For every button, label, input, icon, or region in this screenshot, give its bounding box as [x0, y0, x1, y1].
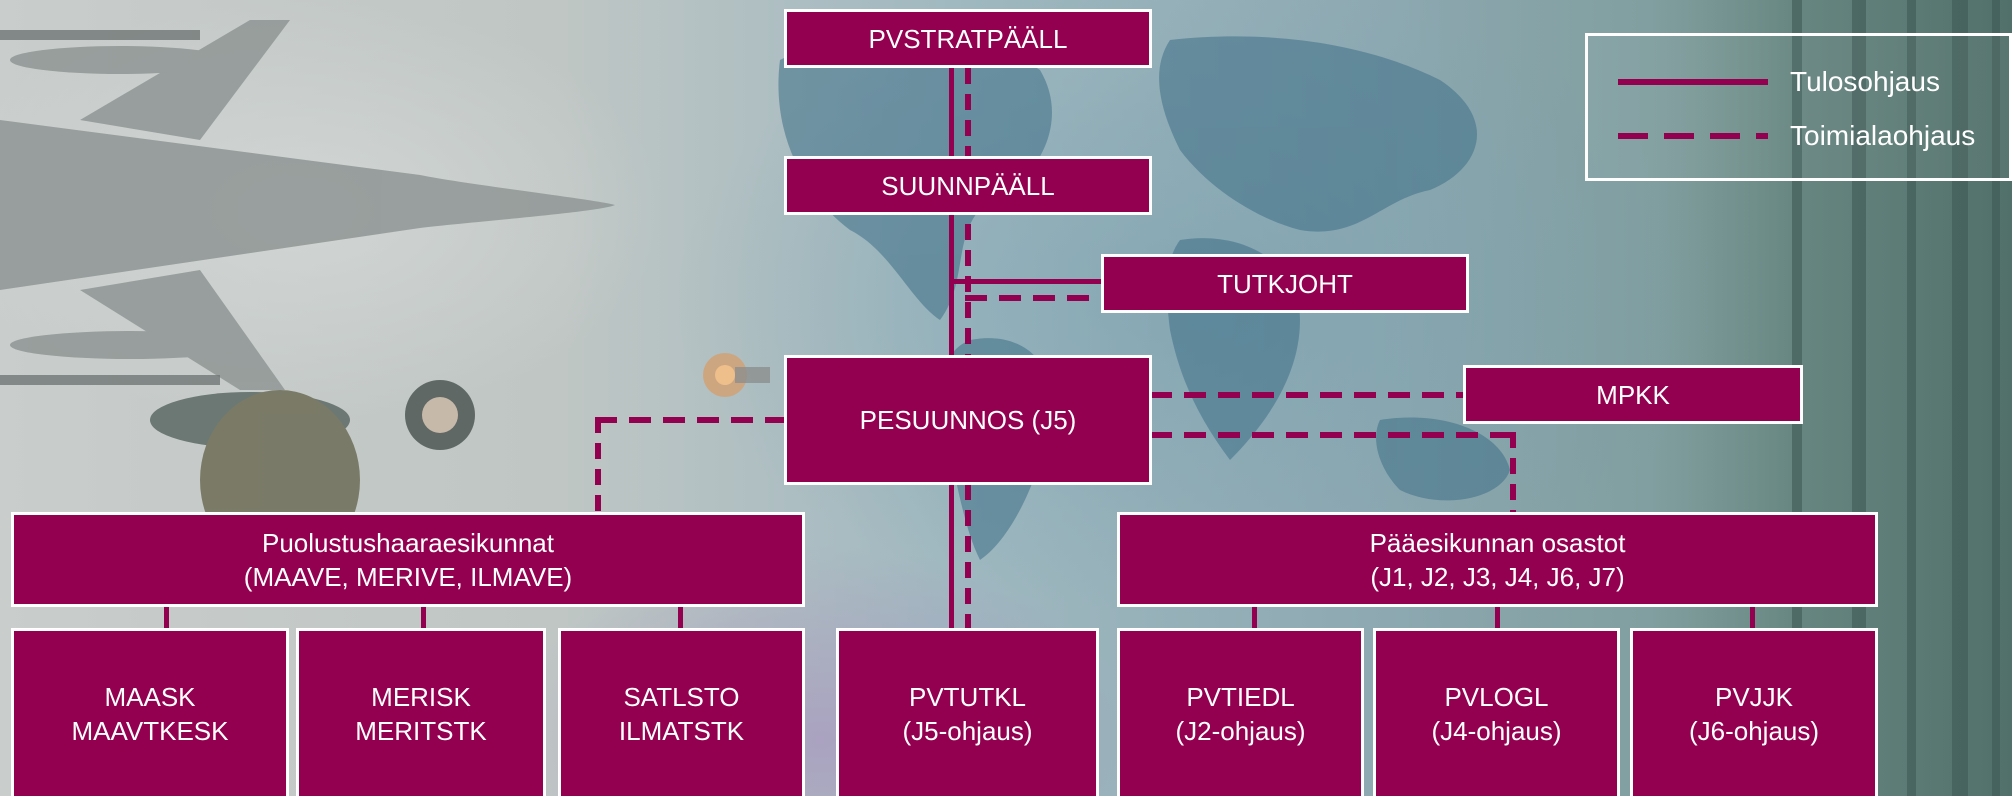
node-merisk: MERISK MERITSTK	[296, 628, 546, 796]
node-suunnpaall: SUUNNPÄÄLL	[784, 156, 1152, 215]
node-sublabel: (J1, J2, J3, J4, J6, J7)	[1370, 561, 1625, 592]
node-pvlogl: PVLOGL (J4-ohjaus)	[1373, 628, 1620, 796]
dashed-connector-left-vertical	[595, 417, 601, 517]
solid-connector-tick-maask	[164, 604, 169, 630]
node-tutkjoht: TUTKJOHT	[1101, 254, 1469, 313]
node-pvtiedl: PVTIEDL (J2-ohjaus)	[1117, 628, 1364, 796]
node-label: PVTIEDL	[1186, 682, 1295, 712]
node-sublabel: MERITSTK	[355, 716, 487, 746]
node-paaesikunnan-osastot: Pääesikunnan osastot (J1, J2, J3, J4, J6…	[1117, 512, 1878, 607]
node-label: TUTKJOHT	[1217, 268, 1353, 299]
solid-connector-tick-pvlogl	[1495, 604, 1500, 630]
legend-dashed-line-swatch	[1618, 133, 1768, 139]
fighter-jet-image	[0, 20, 615, 390]
solid-connector-tick-merisk	[421, 604, 426, 630]
node-label: PESUUNNOS (J5)	[859, 405, 1077, 435]
solid-connector-to-tutkjoht	[949, 279, 1105, 284]
node-pvtutkl: PVTUTKL (J5-ohjaus)	[836, 628, 1099, 796]
dashed-connector-right-vertical	[1510, 432, 1516, 517]
node-label: MERISK	[371, 682, 471, 712]
node-pvjjk: PVJJK (J6-ohjaus)	[1630, 628, 1878, 796]
solid-connector-tick-pvjjk	[1750, 604, 1755, 630]
legend-item-solid: Tulosohjaus	[1618, 66, 1940, 98]
node-label: Pääesikunnan osastot	[1369, 527, 1626, 558]
node-sublabel: ILMATSTK	[618, 716, 745, 746]
node-satlsto: SATLSTO ILMATSTK	[558, 628, 805, 796]
node-label: PVSTRATPÄÄLL	[868, 23, 1068, 54]
legend-solid-line-swatch	[1618, 79, 1768, 85]
dashed-connector-pvstrat-to-pvtutkl	[965, 68, 971, 630]
node-sublabel: (J5-ohjaus)	[902, 716, 1033, 746]
node-pvstratpaall: PVSTRATPÄÄLL	[784, 9, 1152, 68]
legend: Tulosohjaus Toimialaohjaus	[1585, 33, 2012, 181]
node-sublabel: (J4-ohjaus)	[1431, 716, 1562, 746]
legend-item-dashed: Toimialaohjaus	[1618, 120, 1975, 152]
dashed-connector-to-tutkjoht	[965, 295, 1105, 301]
node-label: MPKK	[1596, 379, 1670, 410]
node-label: SATLSTO	[623, 682, 740, 712]
solid-connector-tick-pvtiedl	[1252, 604, 1257, 630]
node-sublabel: (J6-ohjaus)	[1688, 716, 1820, 746]
node-puolustushaaraesikunnat: Puolustushaaraesikunnat (MAAVE, MERIVE, …	[11, 512, 805, 607]
dashed-connector-to-mpkk	[1150, 392, 1465, 398]
node-label: SUUNNPÄÄLL	[881, 170, 1055, 201]
dashed-connector-left-horizontal	[595, 417, 785, 423]
node-sublabel: (MAAVE, MERIVE, ILMAVE)	[243, 561, 573, 592]
legend-solid-label: Tulosohjaus	[1790, 66, 1940, 97]
node-label: PVLOGL	[1444, 682, 1549, 712]
missile-flare-image	[703, 353, 770, 397]
node-sublabel: (J2-ohjaus)	[1175, 716, 1306, 746]
solid-connector-pvstrat-to-pvtutkl	[949, 68, 954, 630]
legend-dashed-label: Toimialaohjaus	[1790, 120, 1976, 151]
node-mpkk: MPKK	[1463, 365, 1803, 424]
solid-connector-tick-satlsto	[678, 604, 683, 630]
node-label: Puolustushaaraesikunnat	[262, 527, 554, 558]
node-maask: MAASK MAAVTKESK	[11, 628, 289, 796]
dashed-connector-right-horizontal	[1150, 432, 1516, 438]
node-sublabel: MAAVTKESK	[71, 716, 229, 746]
node-label: PVJJK	[1714, 682, 1794, 712]
node-pesuunnos: PESUUNNOS (J5)	[784, 355, 1152, 485]
node-label: MAASK	[104, 682, 196, 712]
node-label: PVTUTKL	[908, 682, 1027, 712]
